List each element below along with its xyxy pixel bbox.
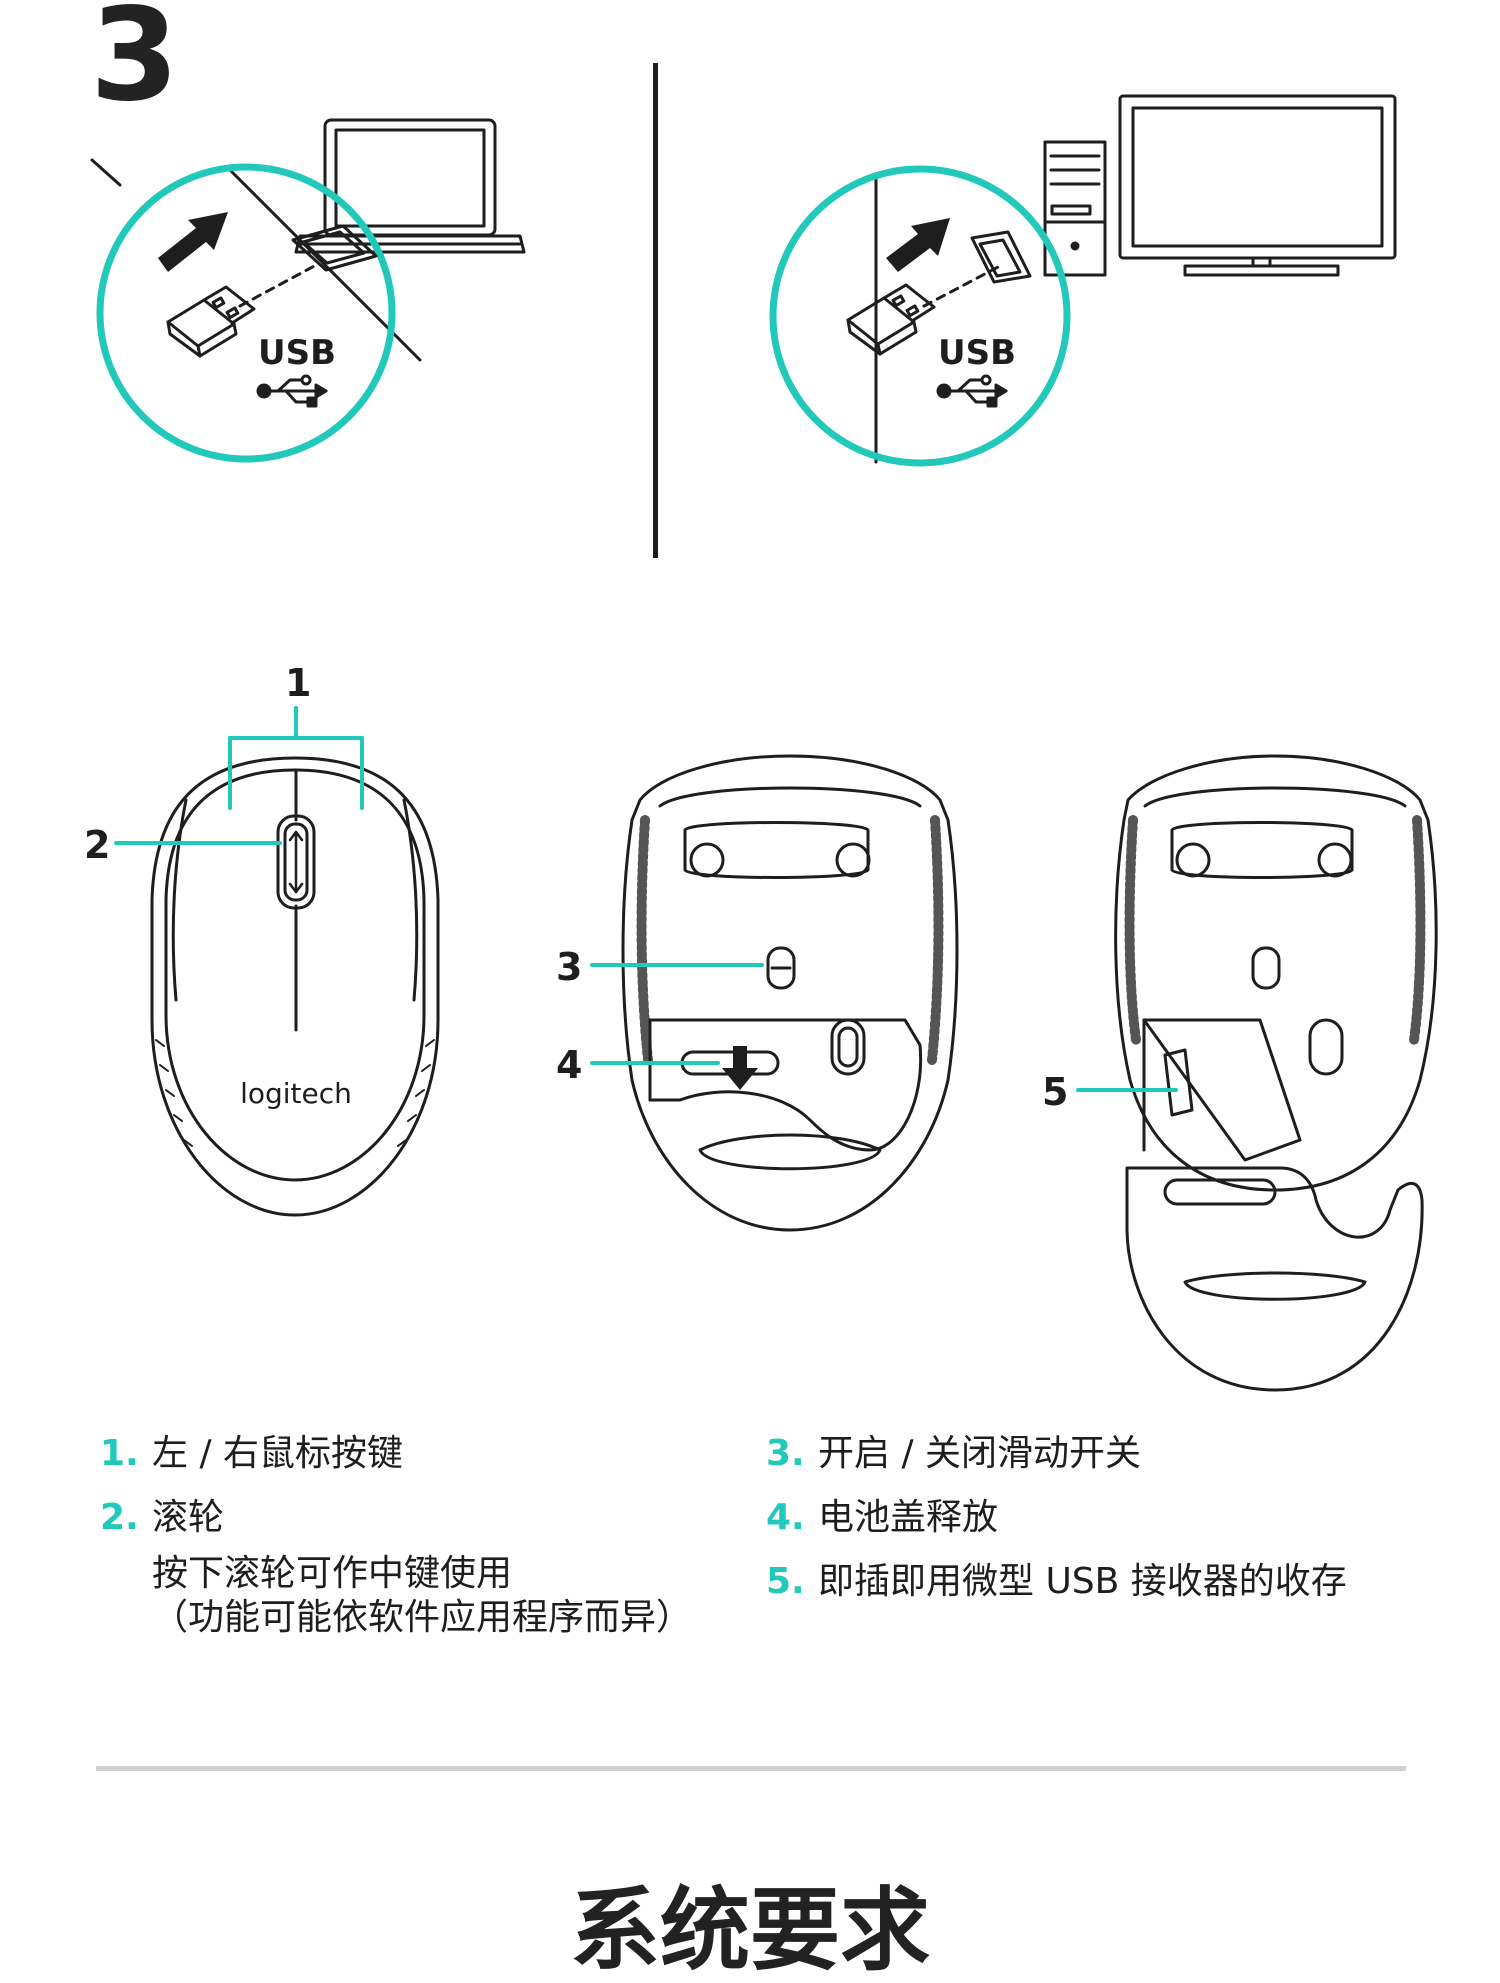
legend-num: 3. <box>766 1433 805 1474</box>
legend-text: 左 / 右鼠标按键 <box>152 1433 404 1474</box>
legend-subtext: 按下滚轮可作中键使用 <box>152 1553 513 1594</box>
left-wall-plane <box>90 158 422 362</box>
legend-item-2: 2. 滚轮 <box>100 1500 692 1536</box>
down-arrow-icon <box>722 1046 758 1090</box>
left-zoom-circle <box>96 163 396 463</box>
callout-1: 1 <box>285 661 312 705</box>
legend-right: 3. 开启 / 关闭滑动开关 4. 电池盖释放 5. 即插即用微型 USB 接收… <box>766 1436 1347 1628</box>
vertical-divider <box>653 63 658 558</box>
laptop-icon <box>294 118 526 254</box>
usb-receiver-icon <box>166 285 256 358</box>
legend-item-3: 3. 开启 / 关闭滑动开关 <box>766 1436 1347 1472</box>
callout-5: 5 <box>1042 1070 1069 1114</box>
usb-symbol-icon <box>936 374 1008 408</box>
mouse-top-view: logitech <box>150 756 440 1217</box>
right-zoom-circle <box>769 165 1071 467</box>
legend-item-5: 5. 即插即用微型 USB 接收器的收存 <box>766 1564 1347 1600</box>
left-usb-port <box>291 224 378 272</box>
dashed-insert-line <box>922 264 1002 308</box>
legend-num: 2. <box>100 1497 139 1538</box>
callout-bracket-1 <box>228 706 364 810</box>
usb-symbol-icon <box>256 374 328 408</box>
step-number: 3 <box>90 0 179 130</box>
legend-item-1: 1. 左 / 右鼠标按键 <box>100 1436 692 1472</box>
legend-text: 开启 / 关闭滑动开关 <box>818 1433 1142 1474</box>
desktop-pc-icon <box>1043 140 1107 277</box>
side-texture <box>155 1039 435 1147</box>
legend-item-4: 4. 电池盖释放 <box>766 1500 1347 1536</box>
legend-num: 5. <box>766 1561 805 1602</box>
legend-left: 1. 左 / 右鼠标按键 2. 滚轮 按下滚轮可作中键使用 （功能可能依软件应用… <box>100 1436 692 1652</box>
callout-4: 4 <box>556 1043 583 1087</box>
legend-text: 电池盖释放 <box>818 1497 999 1538</box>
usb-receiver-icon <box>846 283 936 356</box>
callout-3: 3 <box>556 945 583 989</box>
legend-text: 即插即用微型 USB 接收器的收存 <box>818 1561 1347 1602</box>
legend-num: 1. <box>100 1433 139 1474</box>
arrow-icon <box>158 212 228 272</box>
arrow-icon <box>886 218 950 272</box>
illustrations: USB USB <box>90 94 1438 1392</box>
monitor-icon <box>1118 94 1397 277</box>
callout-2: 2 <box>84 823 111 867</box>
usb-label-left: USB <box>258 333 336 373</box>
horizontal-divider <box>96 1766 1406 1771</box>
usb-label-right: USB <box>938 333 1016 373</box>
dashed-insert-line <box>238 262 320 308</box>
mouse-bottom-open <box>1114 754 1438 1392</box>
next-section-heading: 系统要求 <box>570 1878 930 1983</box>
logitech-logo: logitech <box>240 1077 352 1110</box>
right-usb-port <box>970 230 1032 284</box>
legend-text: 滚轮 <box>152 1497 225 1538</box>
legend-num: 4. <box>766 1497 805 1538</box>
legend-subtext: （功能可能依软件应用程序而异） <box>152 1597 693 1638</box>
mouse-bottom-closed <box>621 754 959 1232</box>
